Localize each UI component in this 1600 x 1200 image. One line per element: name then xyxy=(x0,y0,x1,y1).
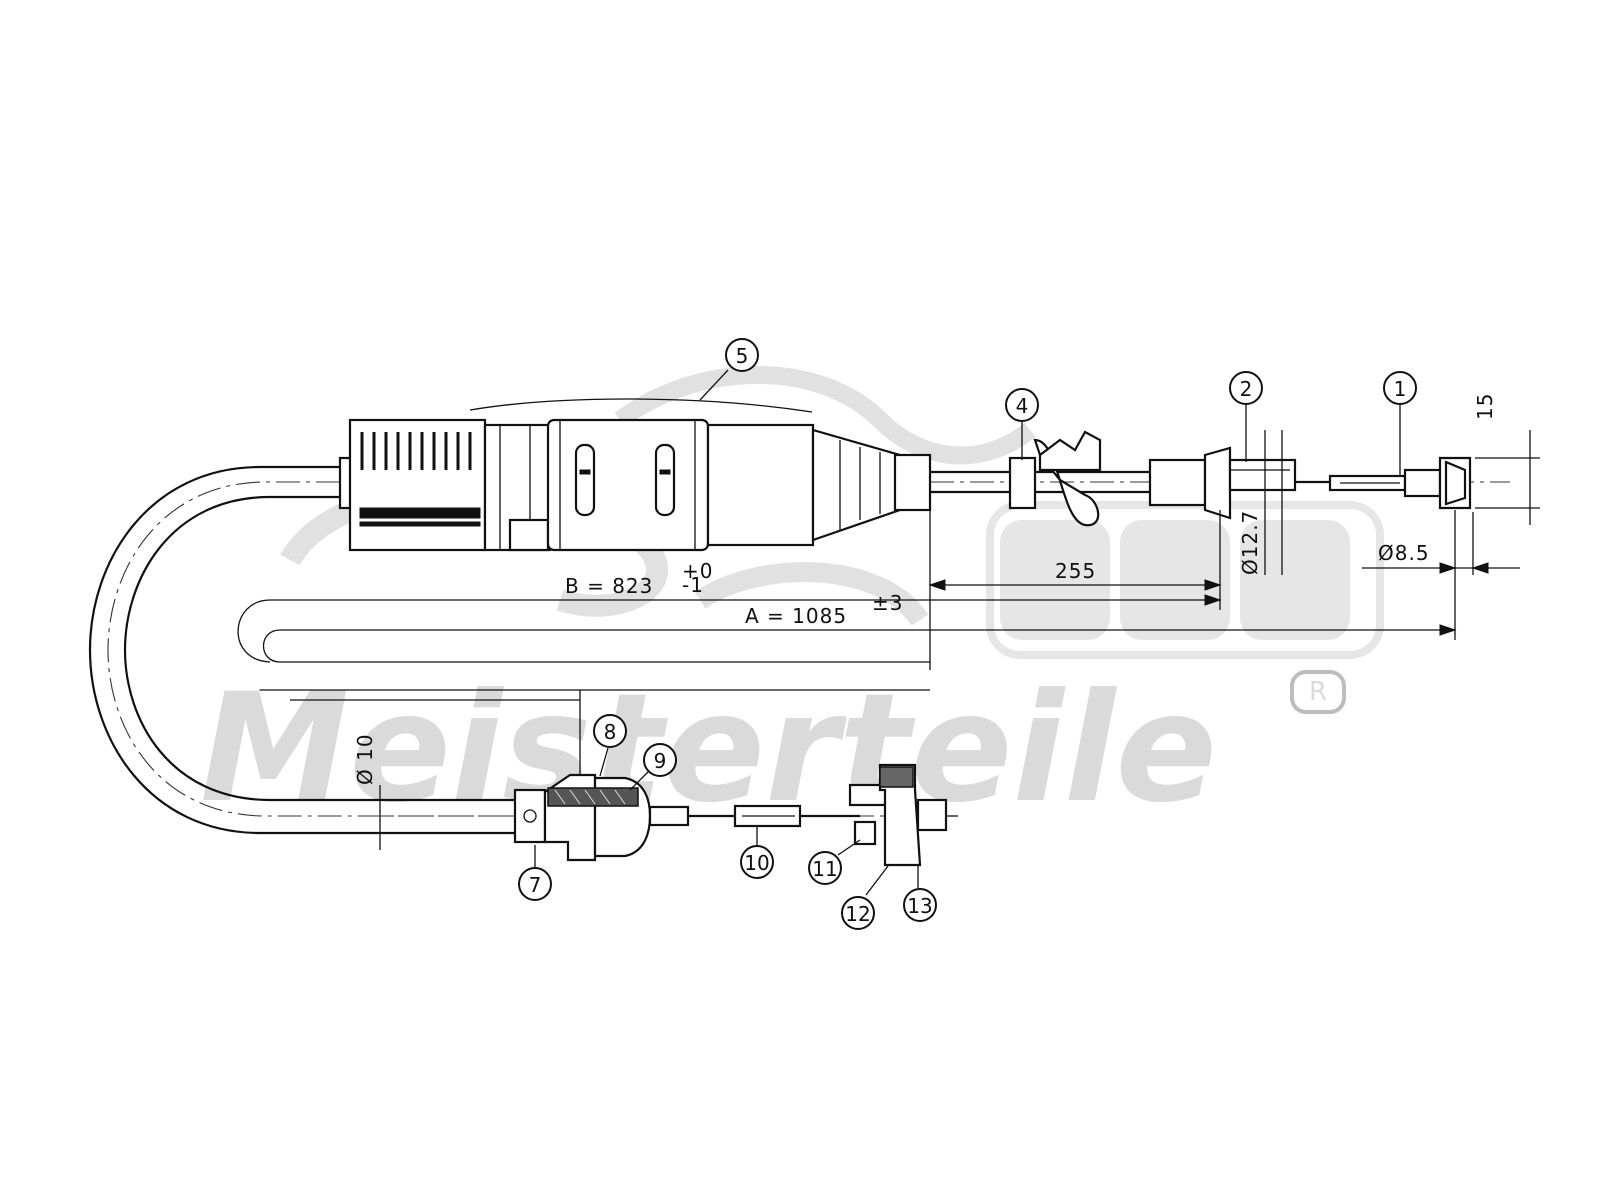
dimension-dia-8-5: Ø8.5 xyxy=(1378,541,1430,565)
dimension-dia-12-7: Ø12.7 xyxy=(1238,510,1262,575)
dimension-b: B = 823 xyxy=(565,574,653,598)
cable-sheath xyxy=(88,465,515,835)
crimp-ferrule xyxy=(733,804,802,828)
callout-5: 5 xyxy=(736,344,749,368)
sleeve xyxy=(1148,446,1297,520)
dimension-a: A = 1085 xyxy=(745,604,847,628)
lever-end xyxy=(848,763,958,867)
end-fitting xyxy=(1328,456,1472,510)
dimension-b-tol-lower: -1 xyxy=(682,573,704,597)
callout-4: 4 xyxy=(1016,394,1029,418)
dimension-dia-10: Ø 10 xyxy=(353,733,377,785)
watermark-registered-mark: R xyxy=(1290,670,1346,714)
callout-11: 11 xyxy=(812,857,837,881)
watermark-brand: Meisterteile xyxy=(200,662,1217,836)
callout-10: 10 xyxy=(744,851,769,875)
callout-12: 12 xyxy=(845,902,870,926)
dimension-lines xyxy=(237,430,1540,850)
callout-2: 2 xyxy=(1240,377,1253,401)
dimension-15: 15 xyxy=(1473,393,1497,420)
dimension-a-tol: ±3 xyxy=(872,591,903,615)
dimension-255: 255 xyxy=(1055,559,1096,583)
callout-7: 7 xyxy=(529,873,542,897)
rubber-boot xyxy=(1008,430,1102,527)
lower-end-fitting xyxy=(513,773,690,862)
dimension-b-tol-upper: +0 xyxy=(682,559,713,583)
callout-13: 13 xyxy=(907,894,932,918)
callout-8: 8 xyxy=(604,720,617,744)
watermark: Meisterteile R xyxy=(200,366,1384,836)
callouts: 1 2 4 5 7 8 9 10 11 12 xyxy=(518,338,1417,930)
watermark-logo xyxy=(280,366,1384,659)
adjuster-body xyxy=(338,398,932,552)
callout-9: 9 xyxy=(654,749,667,773)
svg-text:R: R xyxy=(1309,677,1327,707)
callout-1: 1 xyxy=(1394,377,1407,401)
